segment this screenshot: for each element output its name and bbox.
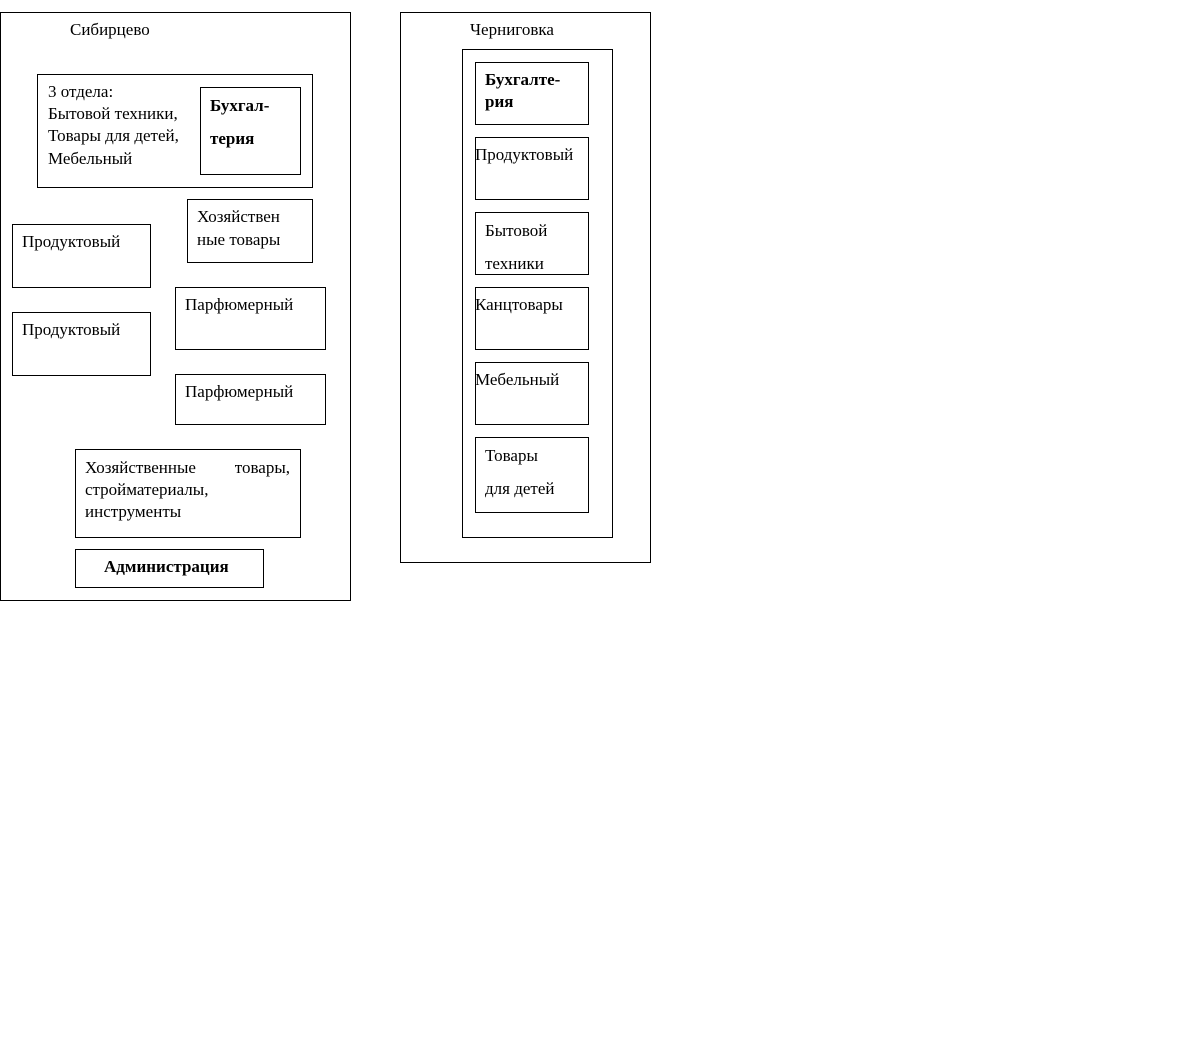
household-goods-line-1: Хозяйствен bbox=[197, 207, 280, 226]
perfume-label-2: Парфюмерный bbox=[185, 382, 294, 401]
chernigovka-accounting-line-1: Бухгалте- bbox=[485, 70, 561, 89]
kids-goods-line-2: для детей bbox=[485, 479, 555, 498]
administration-box bbox=[75, 549, 264, 588]
appliances-box bbox=[475, 212, 589, 275]
sibirtsevo-accounting-line-2: терия bbox=[210, 129, 255, 148]
stationery-box bbox=[475, 287, 589, 350]
hardware-line-1: Хозяйственные товары, bbox=[85, 458, 290, 477]
chernigovka-grocery-label: Продуктовый bbox=[475, 145, 574, 164]
chernigovka-accounting-line-2: рия bbox=[485, 92, 514, 111]
household-goods-box bbox=[187, 199, 313, 263]
grocery-label-1: Продуктовый bbox=[22, 232, 121, 251]
kids-goods-line-1: Товары bbox=[485, 446, 538, 465]
grocery-box-1 bbox=[12, 224, 151, 288]
three-departments-line-4: Мебельный bbox=[48, 149, 133, 168]
three-departments-line-3: Товары для детей, bbox=[48, 126, 179, 145]
chernigovka-title: Черниговка bbox=[470, 20, 554, 39]
three-departments-line-1: 3 отдела: bbox=[48, 82, 114, 101]
administration-label: Администрация bbox=[104, 557, 229, 576]
chernigovka-grocery-box bbox=[475, 137, 589, 200]
chernigovka-accounting-box bbox=[475, 62, 589, 125]
grocery-label-2: Продуктовый bbox=[22, 320, 121, 339]
sibirtsevo-title: Сибирцево bbox=[70, 20, 150, 39]
furniture-box bbox=[475, 362, 589, 425]
three-departments-line-2: Бытовой техники, bbox=[48, 104, 178, 123]
hardware-line-2: стройматериалы, bbox=[85, 480, 209, 499]
hardware-box bbox=[75, 449, 301, 538]
sibirtsevo-accounting-line-1: Бухгал- bbox=[210, 96, 270, 115]
perfume-box-1 bbox=[175, 287, 326, 350]
perfume-box-2 bbox=[175, 374, 326, 425]
grocery-box-2 bbox=[12, 312, 151, 376]
kids-goods-box bbox=[475, 437, 589, 513]
furniture-label: Мебельный bbox=[475, 370, 560, 389]
stationery-label: Канцтовары bbox=[475, 295, 563, 314]
perfume-label-1: Парфюмерный bbox=[185, 295, 294, 314]
appliances-line-2: техники bbox=[485, 254, 544, 273]
sibirtsevo-accounting-box bbox=[200, 87, 301, 175]
appliances-line-1: Бытовой bbox=[485, 221, 548, 240]
household-goods-line-2: ные товары bbox=[197, 230, 281, 249]
hardware-line-3: инструменты bbox=[85, 502, 182, 521]
